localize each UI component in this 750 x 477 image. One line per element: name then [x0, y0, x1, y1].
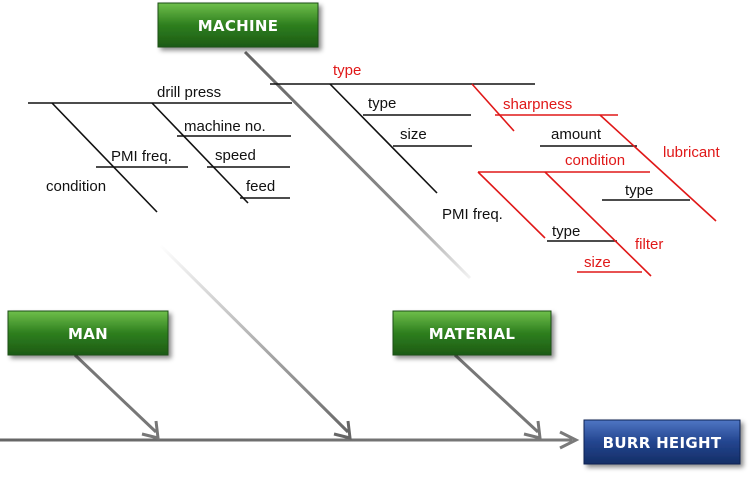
material-category-label: MATERIAL — [429, 325, 516, 343]
label-machine-no: machine no. — [184, 118, 266, 135]
label-lubricant: lubricant — [663, 144, 721, 161]
man-category-label: MAN — [68, 325, 108, 343]
label-condition-machine: condition — [46, 178, 106, 195]
label-type-tool: type — [368, 95, 396, 112]
label-size-tool: size — [400, 126, 427, 143]
material-bone — [453, 353, 542, 440]
label-drill-press: drill press — [157, 84, 221, 101]
effect-box — [583, 419, 741, 465]
spine — [0, 430, 580, 450]
label-type-red: type — [333, 62, 361, 79]
man-bone — [73, 353, 160, 440]
label-sharpness: sharpness — [503, 96, 572, 113]
machine-main-bone — [243, 50, 472, 280]
type-branches — [270, 83, 690, 242]
machine-category-box — [157, 2, 319, 48]
label-pmi-freq-machine: PMI freq. — [111, 148, 172, 165]
machine-category-label: MACHINE — [198, 17, 279, 35]
label-condition-red: condition — [565, 152, 625, 169]
man-category-box — [7, 310, 169, 356]
label-feed: feed — [246, 178, 275, 195]
effect-label: BURR HEIGHT — [603, 434, 722, 452]
machine-spine-bone — [158, 243, 352, 440]
label-type-filter: type — [552, 223, 580, 240]
label-pmi-freq-tool: PMI freq. — [442, 206, 503, 223]
label-speed: speed — [215, 147, 256, 164]
material-category-box — [392, 310, 552, 356]
red-branches — [471, 83, 717, 277]
label-type-lubricant: type — [625, 182, 653, 199]
label-amount: amount — [551, 126, 602, 143]
machine-branches — [28, 102, 292, 213]
label-size-filter: size — [584, 254, 611, 271]
label-filter: filter — [635, 236, 663, 253]
